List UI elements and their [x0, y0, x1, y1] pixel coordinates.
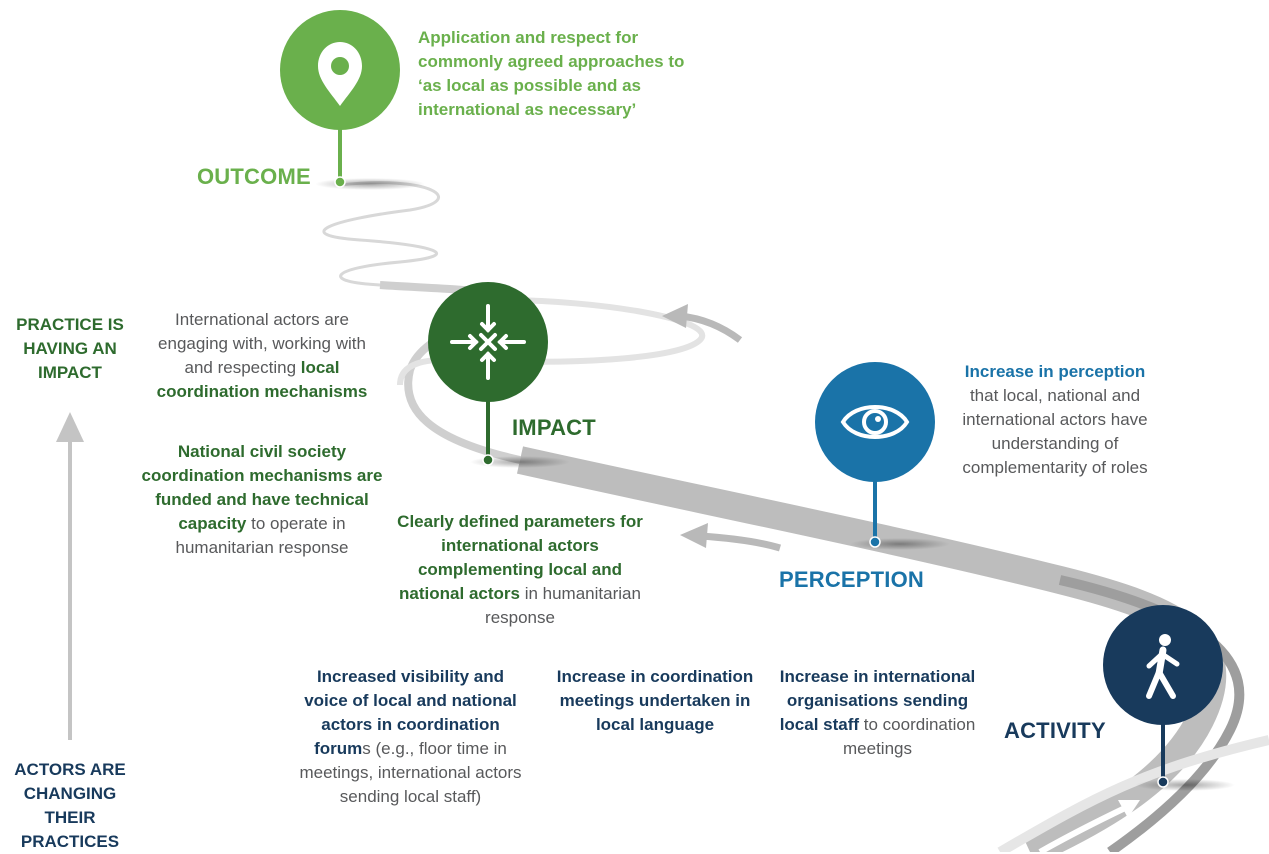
outcome-label: OUTCOME — [197, 164, 311, 189]
outcome-statement: Application and respect for commonly agr… — [418, 28, 685, 119]
outcome-pin — [280, 10, 400, 188]
activity-statement-2: Increase in coordination meetings undert… — [556, 667, 754, 734]
road-arrow-bottom — [1038, 800, 1140, 852]
perception-label: PERCEPTION — [779, 567, 925, 592]
perception-pin — [815, 362, 935, 548]
impact-statement-2: National civil society coordination mech… — [141, 442, 383, 557]
activity-statement-1: Increased visibility and voice of local … — [299, 667, 522, 806]
road-lower-lane — [997, 735, 1269, 852]
road-arrow-upper — [662, 304, 743, 343]
scale-arrow — [56, 412, 84, 740]
location-pin-icon — [318, 42, 362, 106]
eye-icon — [840, 405, 910, 439]
walking-person-icon — [1146, 634, 1180, 699]
impact-label: IMPACT — [512, 415, 596, 440]
road-arrow-middle — [680, 523, 782, 552]
impact-pin — [428, 282, 548, 466]
scale-top-label: PRACTICE IS HAVING AN IMPACT — [16, 315, 124, 382]
road-thin-top — [322, 181, 441, 287]
scale-bottom-label: ACTORS ARE CHANGING THEIR PRACTICES — [14, 760, 126, 851]
impact-statement-1: International actors are engaging with, … — [156, 310, 368, 401]
activity-statement-3: Increase in international organisations … — [779, 667, 976, 758]
impact-statement-3: Clearly defined parameters for internati… — [397, 512, 643, 627]
activity-label: ACTIVITY — [1004, 718, 1106, 743]
activity-pin — [1103, 605, 1223, 788]
converging-arrows-icon — [450, 304, 526, 380]
